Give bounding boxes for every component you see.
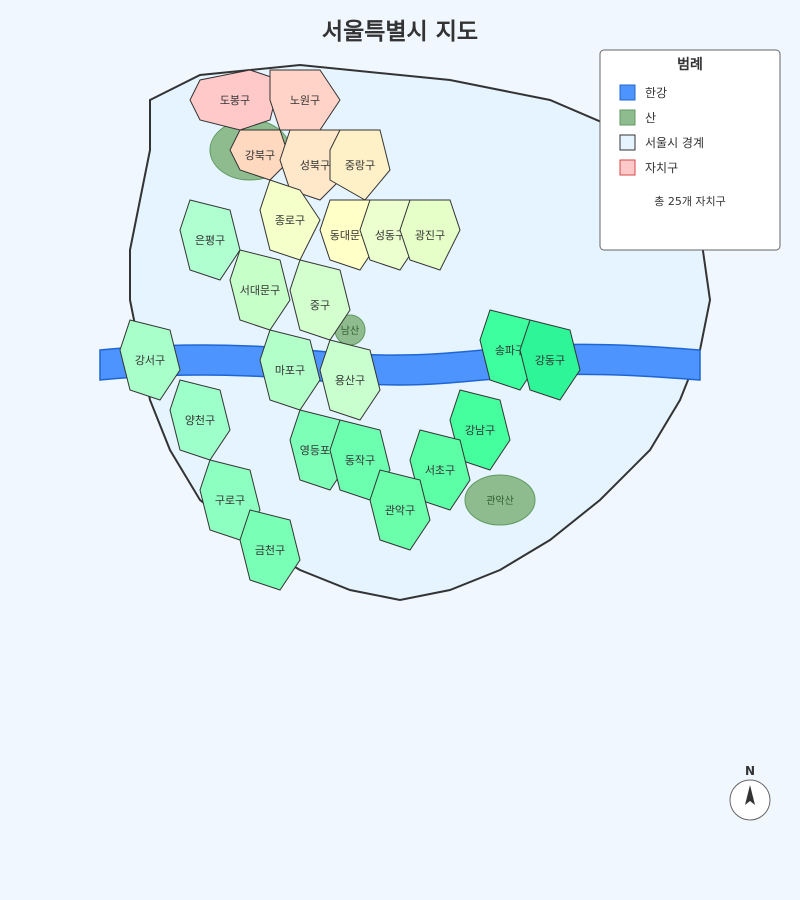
svg-text:성북구: 성북구 bbox=[300, 159, 330, 172]
svg-text:동대문구: 동대문구 bbox=[330, 229, 370, 242]
mountain-labels-layer: 남산 관악산 bbox=[341, 325, 514, 507]
svg-text:강남구: 강남구 bbox=[465, 424, 495, 437]
legend-swatch-river bbox=[619, 84, 636, 101]
svg-text:노원구: 노원구 bbox=[290, 94, 320, 107]
svg-text:구로구: 구로구 bbox=[215, 494, 245, 507]
legend-item-boundary: 서울시 경계 bbox=[619, 134, 704, 151]
svg-text:서초구: 서초구 bbox=[425, 464, 455, 477]
svg-text:한강: 한강 bbox=[645, 86, 667, 100]
legend-item-mountain: 산 bbox=[619, 109, 656, 126]
district-gwangjin[interactable]: 광진구 bbox=[399, 199, 461, 271]
map-title: 서울특별시 지도 bbox=[322, 19, 478, 45]
svg-text:관악구: 관악구 bbox=[385, 504, 415, 517]
mountain-gwanaksan bbox=[464, 474, 536, 526]
svg-text:서대문구: 서대문구 bbox=[240, 284, 280, 297]
district-yongsan[interactable]: 용산구 bbox=[319, 339, 381, 421]
district-jungnang[interactable]: 중랑구 bbox=[329, 129, 391, 201]
legend-swatch-mountain bbox=[619, 109, 636, 126]
svg-text:은평구: 은평구 bbox=[195, 234, 225, 247]
legend-box bbox=[599, 49, 781, 251]
svg-text:강북구: 강북구 bbox=[245, 149, 275, 162]
svg-text:양천구: 양천구 bbox=[185, 413, 215, 427]
legend-swatch-boundary bbox=[619, 134, 636, 151]
legend-item-river: 한강 bbox=[619, 84, 667, 101]
svg-text:중랑구: 중랑구 bbox=[345, 159, 375, 172]
districts-layer: 도봉구 노원구 강북구 성북구 중랑구 종로구 동대문구 성동구 bbox=[119, 69, 581, 591]
district-seocho[interactable]: 서초구 bbox=[409, 429, 471, 511]
district-gangbuk[interactable]: 강북구 bbox=[229, 129, 291, 181]
district-junggu[interactable]: 중구 bbox=[289, 259, 351, 341]
district-eunpyeong[interactable]: 은평구 bbox=[179, 199, 241, 281]
district-jongno[interactable]: 종로구 bbox=[259, 179, 321, 261]
compass-arrow-icon bbox=[745, 785, 755, 805]
svg-text:송파구: 송파구 bbox=[495, 344, 525, 357]
district-gwanak[interactable]: 관악구 bbox=[369, 469, 431, 551]
svg-text:동작구: 동작구 bbox=[345, 454, 375, 467]
svg-text:산: 산 bbox=[645, 111, 656, 125]
svg-text:종로구: 종로구 bbox=[275, 214, 305, 227]
legend-title: 범례 bbox=[677, 57, 703, 73]
district-geumcheon[interactable]: 금천구 bbox=[239, 509, 301, 591]
svg-text:용산구: 용산구 bbox=[335, 374, 365, 387]
svg-text:중구: 중구 bbox=[310, 299, 330, 312]
svg-text:광진구: 광진구 bbox=[415, 229, 445, 242]
district-mapo[interactable]: 마포구 bbox=[259, 329, 321, 411]
district-dobong[interactable]: 도봉구 bbox=[189, 69, 281, 131]
legend-item-district: 자치구 bbox=[619, 159, 678, 176]
legend-note: 총 25개 자치구 bbox=[654, 195, 726, 208]
legend: 범례 한강 산 서울시 경계 자치구 총 25개 자치구 bbox=[599, 49, 781, 251]
district-gangdong[interactable]: 강동구 bbox=[519, 319, 581, 401]
mountain-label-namsan: 남산 bbox=[341, 325, 359, 337]
compass: N bbox=[729, 764, 771, 821]
svg-text:금천구: 금천구 bbox=[255, 543, 285, 557]
svg-text:서울시 경계: 서울시 경계 bbox=[645, 136, 704, 150]
svg-text:마포구: 마포구 bbox=[275, 364, 305, 377]
district-gangnam[interactable]: 강남구 bbox=[449, 389, 511, 471]
svg-text:강서구: 강서구 bbox=[135, 354, 165, 367]
district-gangseo[interactable]: 강서구 bbox=[119, 319, 181, 401]
mountain-label-gwanaksan: 관악산 bbox=[486, 495, 514, 507]
svg-text:영등포구: 영등포구 bbox=[300, 444, 340, 457]
legend-swatch-district bbox=[619, 159, 636, 176]
svg-text:자치구: 자치구 bbox=[645, 161, 678, 175]
compass-north-label: N bbox=[745, 764, 755, 778]
svg-text:강동구: 강동구 bbox=[535, 354, 565, 367]
svg-text:도봉구: 도봉구 bbox=[220, 94, 250, 107]
svg-text:성동구: 성동구 bbox=[375, 229, 405, 242]
